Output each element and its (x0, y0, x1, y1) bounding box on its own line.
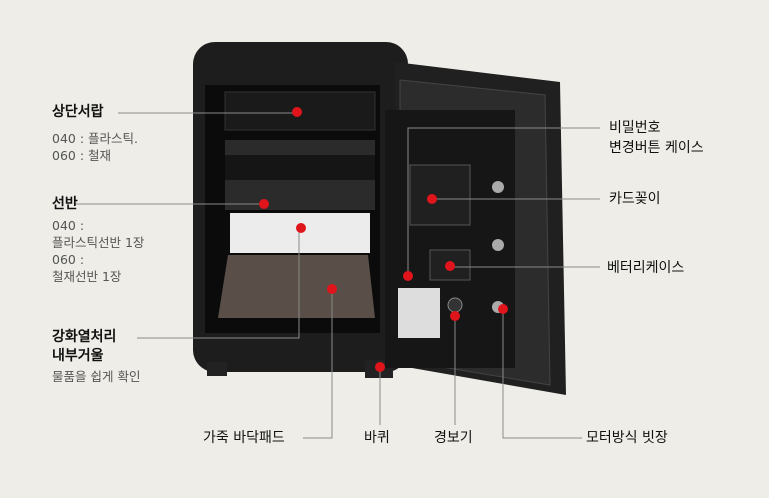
wheel-left (207, 362, 227, 376)
marker-dot (327, 284, 337, 294)
top-drawer-title: 상단서랍 (52, 104, 104, 120)
shelf-line: 040 : (52, 218, 85, 233)
door-sticker (398, 288, 440, 338)
interior-mirror (230, 213, 370, 253)
marker-dot (292, 107, 302, 117)
card-slot-label: 카드꽂이 (609, 191, 661, 207)
mirror-title: 강화열처리 (52, 329, 117, 345)
shelf-line: 플라스틱선반 1장 (52, 235, 145, 250)
marker-dot (427, 194, 437, 204)
alarm-label: 경보기 (434, 430, 473, 446)
shelf-line: 철재선반 1장 (52, 269, 122, 284)
bolt (492, 239, 504, 251)
shelf (225, 155, 375, 180)
top-drawer-line: 040 : 플라스틱. (52, 131, 138, 146)
card-slot (409, 164, 471, 226)
marker-dot (450, 311, 460, 321)
motor-bolt-label: 모터방식 빗장 (586, 430, 668, 446)
mirror-title: 내부거울 (52, 348, 104, 364)
marker-dot (375, 362, 385, 372)
leader-lines (74, 112, 600, 439)
marker-dot (403, 271, 413, 281)
wheel-label: 바퀴 (364, 430, 390, 446)
marker-dot (445, 261, 455, 271)
battery-case-label: 베터리케이스 (607, 260, 685, 276)
keyhole (447, 297, 463, 313)
leather-pad-label: 가죽 바닥패드 (203, 430, 285, 446)
shelf-line: 060 : (52, 252, 85, 267)
password-button-label: 변경버튼 케이스 (609, 140, 704, 156)
password-button-label: 비밀번호 (609, 120, 661, 136)
markers (259, 107, 508, 372)
marker-dot (259, 199, 269, 209)
marker-dot (498, 304, 508, 314)
marker-dot (296, 223, 306, 233)
mirror-sub: 물품을 쉽게 확인 (52, 369, 141, 384)
top-drawer-line: 060 : 철재 (52, 148, 112, 163)
leather-pad (218, 255, 375, 318)
bolt (492, 181, 504, 193)
shelf-title: 선반 (52, 196, 78, 212)
